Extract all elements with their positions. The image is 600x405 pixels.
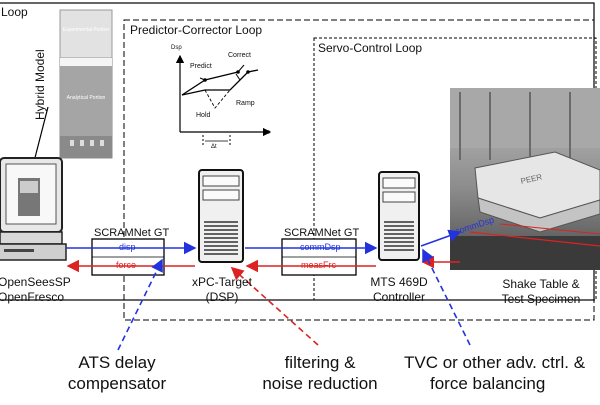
plot-dt-label: Δt (211, 144, 217, 150)
scramnet-1-title: SCRAMNet GT (94, 227, 170, 239)
xpc-target-label: xPC-Target (191, 275, 253, 289)
measfrc-label: measFrc (301, 260, 337, 270)
analytical-portion-label: Analytical Portion (66, 95, 106, 101)
scramnet-2-title: SCRAMNet GT (284, 227, 360, 239)
openseessp-label: OpenSeesSP (0, 275, 71, 289)
plot-ramp-label: Ramp (236, 100, 255, 107)
plot-predict-label: Predict (190, 63, 212, 70)
plot-xlabel: t (268, 130, 270, 136)
computer-monitor-icon (0, 157, 67, 261)
plot-hold-label: Hold (196, 112, 211, 119)
shake-table-photo (450, 88, 600, 270)
filtering-note-line1: filtering & (284, 353, 356, 372)
outer-loop-label: Loop (1, 5, 28, 19)
servo-control-loop-label: Servo-Control Loop (318, 41, 423, 55)
tvc-note-line2: force balancing (430, 374, 546, 394)
plot-correct-label: Correct (228, 52, 251, 59)
openfresco-label: OpenFresco (0, 290, 65, 304)
predictor-corrector-loop-label: Predictor-Corrector Loop (130, 23, 263, 37)
plot-ylabel: Dsp (171, 45, 182, 51)
to-table-command-arrow (420, 229, 462, 247)
tvc-note: TVC or other adv. ctrl. & force balancin… (404, 352, 600, 395)
ats-note-line1: ATS delay (78, 353, 156, 372)
dsp-label: (DSP) (205, 290, 239, 304)
filtering-note: filtering & noise reduction (250, 352, 390, 395)
predictor-corrector-plot (175, 54, 272, 146)
tvc-callout-line (422, 248, 471, 346)
mts-label: MTS 469D (370, 275, 428, 289)
tvc-note-line1: TVC or other adv. ctrl. & (404, 353, 586, 372)
xpc-target-tower (198, 169, 244, 263)
ats-note-line2: compensator (67, 374, 167, 394)
commdsp-label: commDsp (300, 242, 341, 252)
test-specimen-label: Test Specimen (501, 292, 581, 306)
hybrid-model-figure (59, 9, 113, 159)
mts-controller-tower (378, 171, 420, 261)
filtering-note-line2: noise reduction (262, 374, 378, 394)
predictor-corrector-frame (123, 19, 595, 321)
force-label: force (116, 260, 137, 270)
controller-label: Controller (372, 290, 426, 304)
shake-table-label: Shake Table & (502, 277, 580, 291)
experimental-portion-label: Experimental Portion (62, 27, 110, 33)
ats-callout-line (117, 258, 163, 351)
disp-label: disp (119, 242, 136, 252)
ats-note: ATS delay compensator (52, 352, 182, 395)
hybrid-model-label: Hybrid Model (33, 49, 47, 120)
